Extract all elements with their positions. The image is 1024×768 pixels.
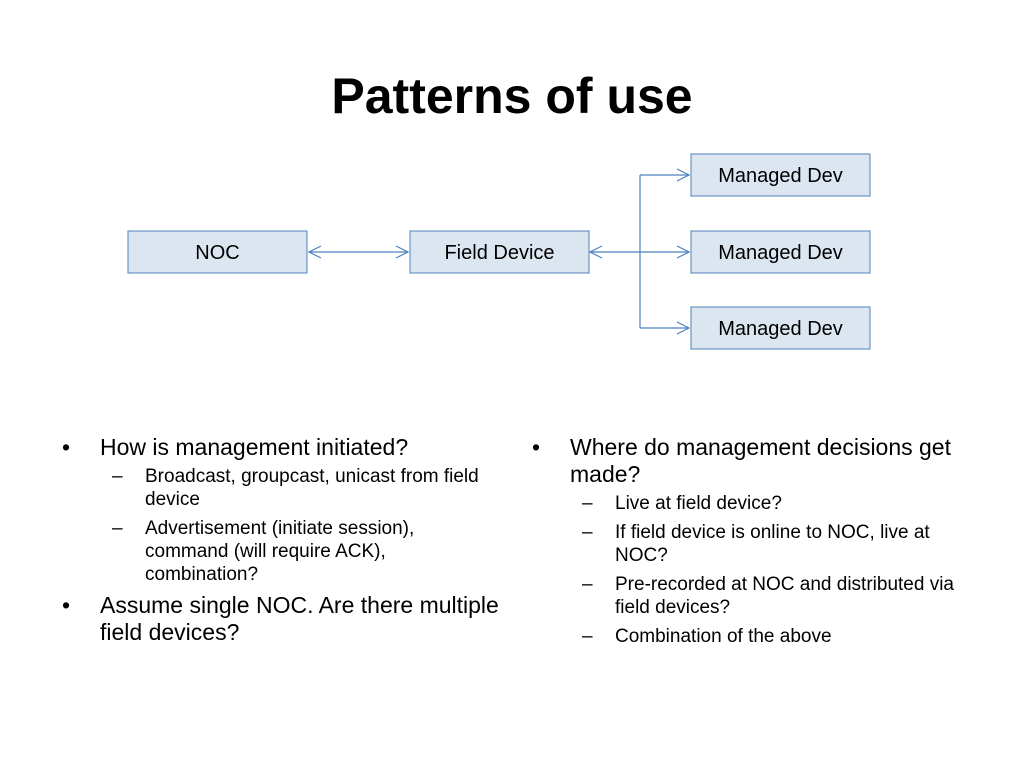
network-diagram: NOC Field Device Managed Dev Managed Dev… [127, 153, 871, 350]
list-item: • How is management initiated? – Broadca… [60, 434, 500, 586]
sub-bullet-text: Advertisement (initiate session), comman… [145, 518, 415, 585]
arrowhead-left-field-device [588, 245, 603, 259]
arrowhead-left-noc [307, 245, 322, 259]
dash-icon: – [582, 574, 593, 595]
bullet-text: How is management initiated? [100, 434, 409, 460]
node-managed-dev-3-label: Managed Dev [718, 318, 843, 340]
bullet-text: Assume single NOC. Are there multiple fi… [100, 592, 499, 645]
sub-list-item: – Combination of the above [570, 625, 970, 648]
node-field-device-label: Field Device [444, 242, 554, 264]
sub-bullet-list: – Live at field device? – If field devic… [570, 492, 970, 648]
arrowhead-managed-dev-1 [676, 168, 691, 182]
sub-list-item: – Live at field device? [570, 492, 970, 515]
arrowhead-right-field-device [395, 245, 410, 259]
node-noc-label: NOC [195, 242, 239, 264]
dash-icon: – [582, 493, 593, 514]
bullet-icon: • [532, 434, 541, 460]
bullet-icon: • [62, 592, 71, 618]
node-managed-dev-2-box [690, 230, 871, 274]
bullet-text: Where do management decisions get made? [570, 434, 951, 487]
slide-title: Patterns of use [331, 68, 693, 124]
sub-bullet-list: – Broadcast, groupcast, unicast from fie… [100, 465, 500, 586]
arrowhead-managed-dev-3 [676, 321, 691, 335]
bullet-icon: • [62, 434, 71, 460]
sub-list-item: – Advertisement (initiate session), comm… [100, 517, 500, 586]
left-bullet-column: • How is management initiated? – Broadca… [60, 434, 500, 652]
dash-icon: – [582, 522, 593, 543]
node-noc: NOC [127, 230, 308, 274]
dash-icon: – [112, 518, 123, 539]
list-item: • Where do management decisions get made… [530, 434, 970, 648]
right-bullet-list: • Where do management decisions get made… [530, 434, 970, 648]
list-item: • Assume single NOC. Are there multiple … [60, 592, 500, 646]
arrowhead-managed-dev-2 [676, 245, 691, 259]
sub-list-item: – If field device is online to NOC, live… [570, 521, 970, 567]
sub-list-item: – Broadcast, groupcast, unicast from fie… [100, 465, 500, 511]
sub-bullet-text: Broadcast, groupcast, unicast from field… [145, 466, 479, 510]
sub-bullet-text: If field device is online to NOC, live a… [615, 522, 930, 566]
diagram-connectors [307, 168, 691, 335]
node-managed-dev-1-label: Managed Dev [718, 165, 843, 187]
node-managed-dev-3: Managed Dev [690, 306, 871, 350]
left-bullet-list: • How is management initiated? – Broadca… [60, 434, 500, 646]
node-managed-dev-2-label: Managed Dev [718, 242, 843, 264]
dash-icon: – [582, 626, 593, 647]
node-noc-box [127, 230, 308, 274]
sub-bullet-text: Pre-recorded at NOC and distributed via … [615, 574, 954, 618]
node-field-device-box [409, 230, 590, 274]
node-managed-dev-2: Managed Dev [690, 230, 871, 274]
node-field-device: Field Device [409, 230, 590, 274]
node-managed-dev-1-box [690, 153, 871, 197]
node-managed-dev-1: Managed Dev [690, 153, 871, 197]
right-bullet-column: • Where do management decisions get made… [530, 434, 970, 654]
sub-bullet-text: Live at field device? [615, 493, 782, 514]
dash-icon: – [112, 466, 123, 487]
sub-list-item: – Pre-recorded at NOC and distributed vi… [570, 573, 970, 619]
node-managed-dev-3-box [690, 306, 871, 350]
sub-bullet-text: Combination of the above [615, 626, 832, 647]
